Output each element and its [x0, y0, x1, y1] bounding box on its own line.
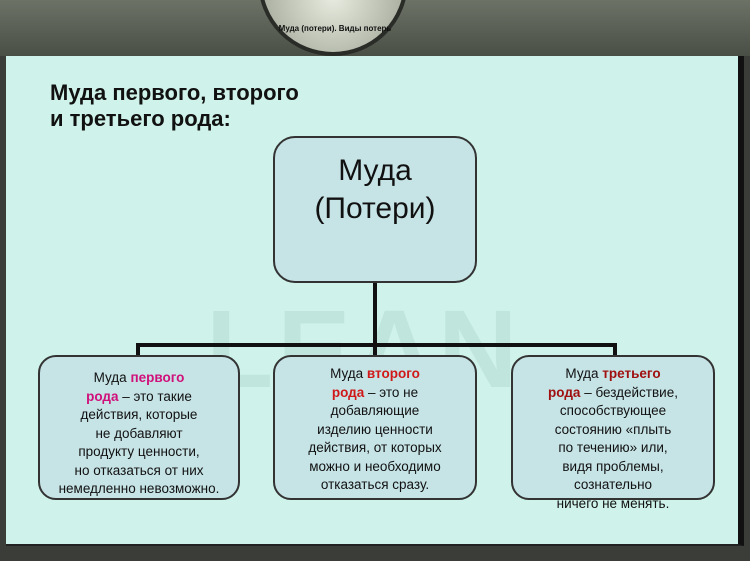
text-segment: по течению» или,	[558, 440, 668, 455]
text-segment: сознательно	[573, 477, 653, 492]
slide-title: Муда первого, второго и третьего рода:	[50, 80, 299, 132]
text-segment: действия, от которых	[308, 440, 442, 455]
text-segment: но отказаться от них	[74, 462, 204, 478]
text-segment: немедленно невозможно.	[58, 481, 220, 496]
text-segment: действия, которые	[80, 407, 198, 422]
node-text-line: Муда третьего	[513, 365, 713, 384]
node-text-line: действия, которые	[40, 406, 238, 425]
node-text-line: рода – это такие	[40, 388, 238, 407]
node-text-line: немедленно невозможно.	[40, 480, 238, 499]
highlight-term: второго	[366, 366, 420, 381]
connector-middle	[373, 343, 377, 357]
node-text-line: рода – это не	[275, 384, 475, 403]
node-text-line: видя проблемы,	[513, 458, 713, 477]
highlight-term: рода	[548, 384, 581, 400]
text-segment: можно и необходимо	[309, 458, 441, 474]
title-line: Муда первого, второго	[50, 80, 299, 105]
text-segment: Муда	[565, 366, 603, 381]
text-segment: изделию ценности	[317, 421, 433, 437]
node-text-line: отказаться сразу.	[275, 476, 475, 495]
title-line: и третьего рода:	[50, 106, 231, 131]
text-segment: продукту ценности,	[78, 444, 200, 459]
text-segment: видя проблемы,	[562, 458, 664, 474]
node-text-line: изделию ценности	[275, 421, 475, 440]
node-text-line: но отказаться от них	[40, 462, 238, 481]
text-segment: Муда	[330, 366, 367, 381]
node-text-line: добавляющие	[275, 402, 475, 421]
node-text-line: способствующее	[513, 402, 713, 421]
text-segment: не добавляют	[95, 425, 183, 441]
connector-vertical	[373, 283, 377, 347]
highlight-term: первого	[130, 370, 185, 385]
node-text-line: Муда второго	[275, 365, 475, 384]
header-title: Муда (потери). Виды потерь	[278, 24, 392, 33]
highlight-term: рода	[331, 384, 365, 400]
connector-right	[613, 343, 617, 357]
node-text-line: ничего не менять.	[513, 495, 713, 514]
text-segment: – это не	[364, 384, 419, 400]
node-text-line: действия, от которых	[275, 439, 475, 458]
root-line: (Потери)	[314, 192, 436, 225]
text-segment: состоянию «плыть	[554, 421, 672, 437]
node-text-line: Муда первого	[40, 369, 238, 388]
highlight-term: третьего	[602, 366, 661, 381]
node-text-line: сознательно	[513, 476, 713, 495]
root-line: Муда	[338, 154, 412, 187]
text-segment: способствующее	[559, 403, 667, 418]
node-text-line: продукту ценности,	[40, 443, 238, 462]
node-text-line: состоянию «плыть	[513, 421, 713, 440]
text-segment: добавляющие	[330, 403, 420, 418]
text-segment: ничего не менять.	[556, 495, 670, 511]
connector-left	[136, 343, 140, 357]
node-text-line: не добавляют	[40, 425, 238, 444]
highlight-term: рода	[86, 388, 119, 404]
node-text-line: по течению» или,	[513, 439, 713, 458]
root-node-muda: Муда (Потери)	[273, 136, 477, 283]
text-segment: – бездействие,	[580, 384, 678, 400]
text-segment: отказаться сразу.	[320, 477, 430, 492]
node-text-line: рода – бездействие,	[513, 384, 713, 403]
text-segment: Муда	[93, 370, 131, 385]
text-segment: – это такие	[118, 388, 192, 404]
node-text-line: можно и необходимо	[275, 458, 475, 477]
